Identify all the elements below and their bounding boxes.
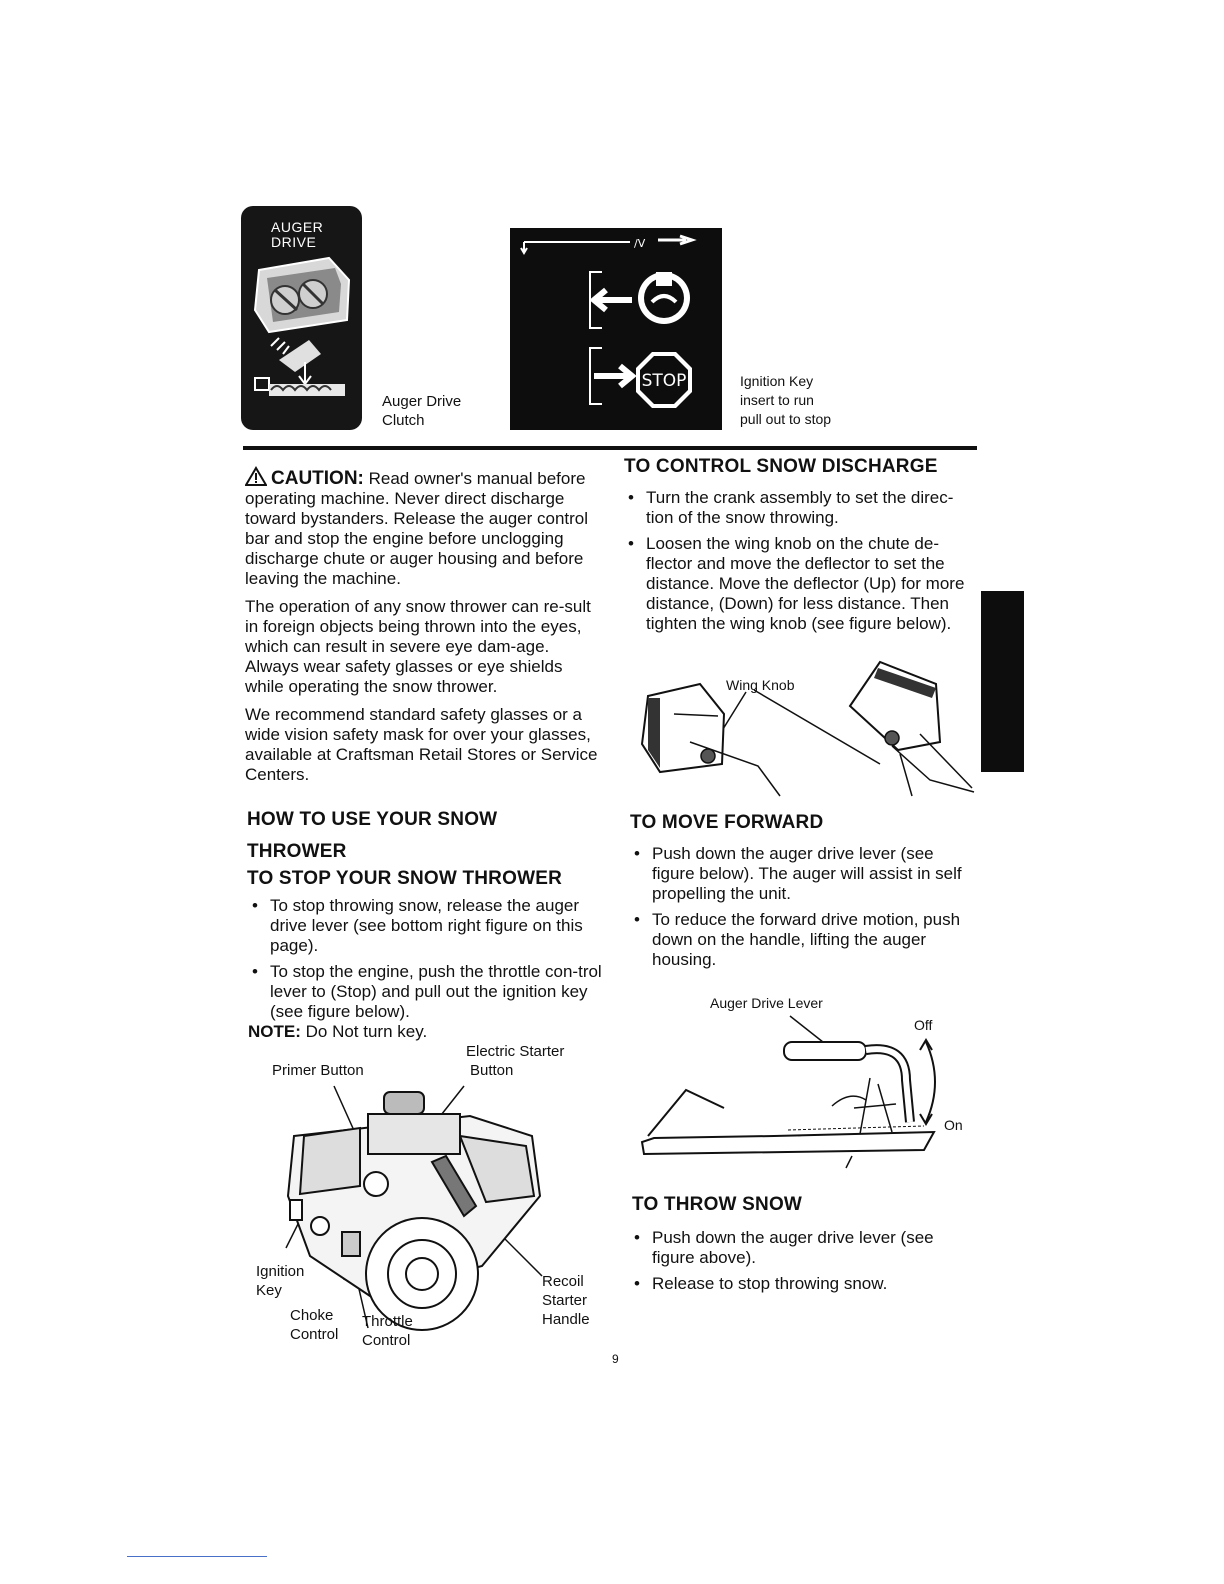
ignition-key-caption: Ignition Key insert to run pull out to s… (740, 373, 832, 427)
stop-section-heading: TO STOP YOUR SNOW THROWER (247, 868, 563, 889)
auger-drive-lever-diagram-icon (640, 1015, 936, 1169)
electric-starter-label: Electric Starter Button (466, 1043, 565, 1079)
ignition-decal: /V STOP (510, 228, 722, 430)
wing-knob-label: Wing Knob (726, 677, 795, 693)
forward-bullet-list: Push down the auger drive lever (see fig… (630, 844, 980, 976)
auger-drive-lever-label: Auger Drive Lever (710, 995, 823, 1011)
auger-illustration-icon (253, 256, 351, 396)
forward-bullet-2: To reduce the forward drive motion, push… (630, 910, 980, 970)
discharge-bullet-1: Turn the crank assembly to set the direc… (624, 488, 974, 528)
throw-section-heading: TO THROW SNOW (632, 1194, 803, 1215)
auger-drive-clutch-caption: Auger Drive Clutch (382, 393, 462, 429)
page-number: 9 (612, 1352, 619, 1366)
throw-bullet-list: Push down the auger drive lever (see fig… (630, 1228, 980, 1300)
how-to-use-heading: HOW TO USE YOUR SNOW THROWER (247, 809, 498, 862)
primer-button-label: Primer Button (272, 1062, 364, 1079)
auger-drive-decal: AUGER DRIVE (241, 206, 362, 430)
stop-sign-text: STOP (642, 371, 687, 391)
choke-control-label: Choke Control (290, 1307, 339, 1343)
stop-bullet-1: To stop throwing snow, release the auger… (248, 896, 610, 956)
caution-block: CAUTION: Read owner's manual before oper… (244, 466, 605, 793)
section-divider (243, 446, 977, 450)
caution-text: Read owner's manual before operating mac… (245, 469, 589, 588)
stop-bullet-2: To stop the engine, push the throttle co… (248, 962, 610, 1022)
safety-paragraph: The operation of any snow thrower can re… (245, 597, 591, 696)
forward-bullet-1: Push down the auger drive lever (see fig… (630, 844, 980, 904)
recoil-starter-label: Recoil Starter Handle (542, 1273, 590, 1328)
caution-paragraph: CAUTION: Read owner's manual before oper… (244, 466, 605, 589)
chute-deflector-diagram-icon (640, 660, 975, 797)
discharge-bullet-2: Loosen the wing knob on the chute de-fle… (624, 534, 974, 634)
throttle-control-label: Throttle Control (362, 1313, 413, 1349)
warning-triangle-icon (244, 466, 268, 486)
stop-bullet-list: To stop throwing snow, release the auger… (248, 896, 610, 1028)
svg-text:/V: /V (634, 237, 646, 250)
lever-off-label: Off (914, 1017, 933, 1033)
discharge-bullet-list: Turn the crank assembly to set the direc… (624, 488, 974, 640)
throw-bullet-1: Push down the auger drive lever (see fig… (630, 1228, 980, 1268)
discharge-section-heading: TO CONTROL SNOW DISCHARGE (624, 456, 938, 477)
footer-line (127, 1556, 267, 1557)
ignition-key-label: Ignition Key (256, 1263, 305, 1299)
auger-drive-decal-title: AUGER DRIVE (271, 219, 324, 250)
safety-glasses-paragraph: We recommend standard safety glasses or … (245, 705, 598, 784)
throw-bullet-2: Release to stop throwing snow. (630, 1274, 980, 1294)
page-edge-tab (981, 591, 1024, 772)
lever-on-label: On (944, 1117, 963, 1133)
engine-diagram-icon (285, 1085, 543, 1331)
forward-section-heading: TO MOVE FORWARD (630, 812, 824, 833)
note-line: NOTE: Do Not turn key. (248, 1022, 428, 1041)
caution-label: CAUTION: (271, 468, 364, 489)
ignition-key-diagram-icon: /V STOP (520, 234, 697, 408)
